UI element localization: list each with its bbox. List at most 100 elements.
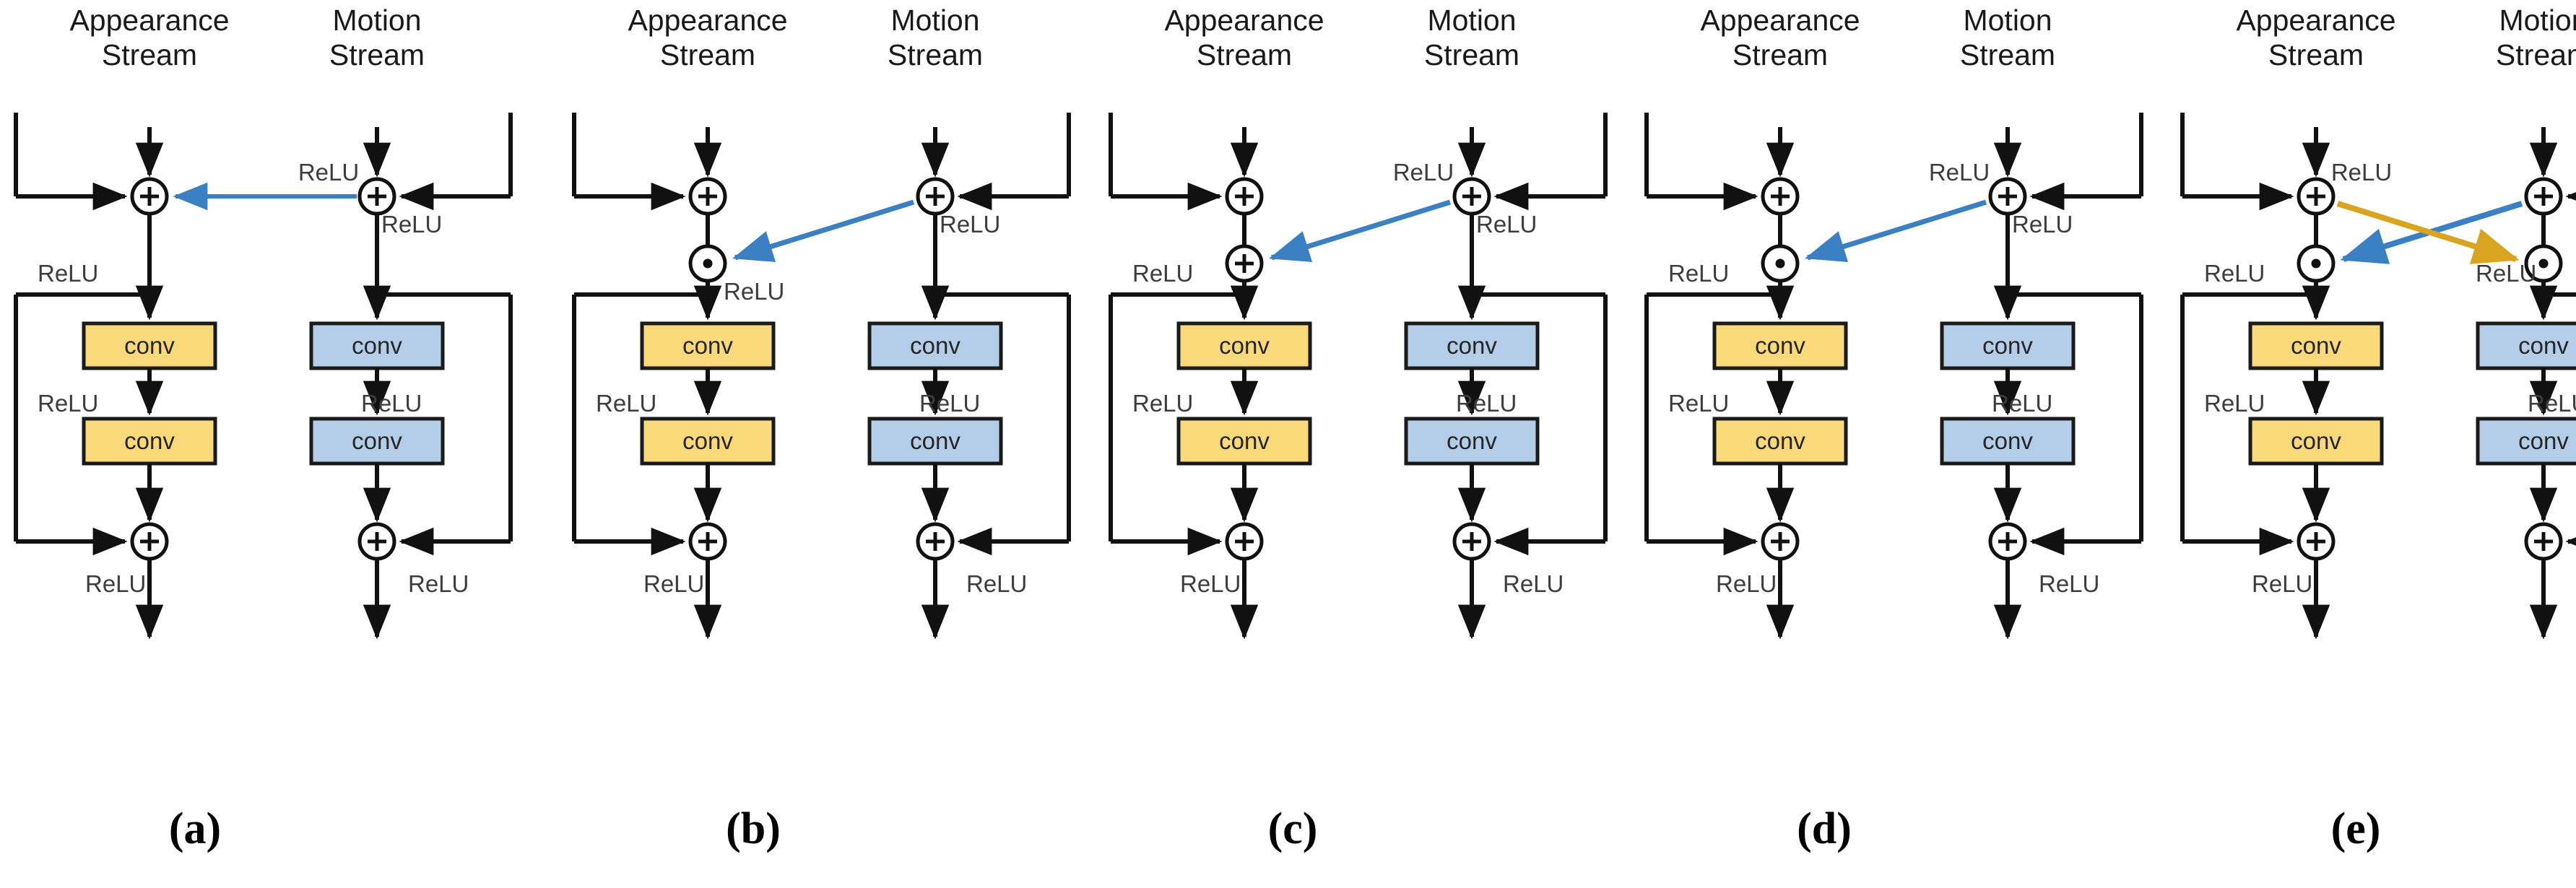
appearance-stream-title-line2: Stream xyxy=(1732,38,1828,71)
motion-conv-1[interactable]: conv xyxy=(2476,321,2576,370)
appearance-conv-1[interactable]: conv xyxy=(640,321,776,370)
conv-label: conv xyxy=(910,427,960,454)
conv-rect xyxy=(1404,321,1540,370)
appearance-add-node-top xyxy=(130,177,169,216)
appearance-stream-title-line1: Appearance xyxy=(1164,4,1324,37)
appearance-fusion-add-node xyxy=(1225,244,1264,283)
relu-label-d-4: ReLU xyxy=(1992,390,2052,417)
appearance-add-node-top xyxy=(1761,177,1800,216)
motion-add-node-top xyxy=(2524,177,2563,216)
motion-stream-title-line1: Motion xyxy=(1427,4,1516,37)
motion-conv-2[interactable]: conv xyxy=(2476,417,2576,466)
conv-label: conv xyxy=(1219,427,1270,454)
panels-root: AppearanceStreamconvconvMotionStreamconv… xyxy=(14,4,2576,640)
relu-label-e-6: ReLU xyxy=(2575,570,2576,597)
conv-label: conv xyxy=(1982,427,2033,454)
panel-e: AppearanceStreamconvconvMotionStreamconv… xyxy=(2180,4,2576,640)
panel-caption-a: (a) xyxy=(169,804,221,853)
appearance-conv-2[interactable]: conv xyxy=(1176,417,1312,466)
appearance-conv-2[interactable]: conv xyxy=(640,417,776,466)
relu-label-a-1: ReLU xyxy=(381,211,442,238)
motion-conv-1[interactable]: conv xyxy=(1940,321,2076,370)
appearance-conv-1[interactable]: conv xyxy=(82,321,217,370)
relu-label-b-4: ReLU xyxy=(643,570,704,597)
panel-caption-b: (b) xyxy=(726,804,781,853)
fusion-arrow-b-blue xyxy=(732,199,915,262)
conv-label: conv xyxy=(352,332,402,359)
conv-label: conv xyxy=(910,332,960,359)
appearance-stream-title-line2: Stream xyxy=(660,38,755,71)
conv-label: conv xyxy=(1755,427,1805,454)
conv-rect xyxy=(867,321,1003,370)
appearance-add-node-bottom xyxy=(130,522,169,561)
relu-label-a-5: ReLU xyxy=(85,570,146,597)
panel-caption-d: (d) xyxy=(1797,804,1852,853)
conv-label: conv xyxy=(1755,332,1805,359)
appearance-conv-1[interactable]: conv xyxy=(1176,321,1312,370)
appearance-conv-2[interactable]: conv xyxy=(1712,417,1848,466)
motion-conv-1[interactable]: conv xyxy=(867,321,1003,370)
motion-add-node-bottom xyxy=(1988,522,2027,561)
relu-label-d-1: ReLU xyxy=(2012,211,2073,238)
motion-conv-2[interactable]: conv xyxy=(867,417,1003,466)
motion-stream-title-line1: Motion xyxy=(2499,4,2576,37)
relu-label-d-5: ReLU xyxy=(1716,570,1777,597)
relu-label-e-3: ReLU xyxy=(2204,390,2265,417)
motion-conv-1[interactable]: conv xyxy=(309,321,445,370)
panel-c: AppearanceStreamconvconvMotionStreamconv… xyxy=(1109,4,1608,640)
conv-rect xyxy=(867,417,1003,466)
panel-caption-c: (c) xyxy=(1268,804,1318,853)
conv-rect xyxy=(2248,417,2384,466)
conv-label: conv xyxy=(352,427,402,454)
appearance-add-node-top xyxy=(688,177,727,216)
appearance-stream-title-line1: Appearance xyxy=(628,4,787,37)
motion-conv-2[interactable]: conv xyxy=(1404,417,1540,466)
conv-label: conv xyxy=(124,427,175,454)
appearance-add-node-top xyxy=(2297,177,2336,216)
appearance-add-node-bottom xyxy=(1225,522,1264,561)
panel-b: AppearanceStreamconvconvMotionStreamconv… xyxy=(572,4,1071,640)
appearance-conv-1[interactable]: conv xyxy=(1712,321,1848,370)
conv-rect xyxy=(2248,321,2384,370)
appearance-stream-title-line2: Stream xyxy=(2268,38,2364,71)
motion-stream-title-line1: Motion xyxy=(890,4,979,37)
conv-rect xyxy=(640,417,776,466)
conv-label: conv xyxy=(682,427,733,454)
appearance-conv-1[interactable]: conv xyxy=(2248,321,2384,370)
conv-label: conv xyxy=(2518,427,2569,454)
relu-label-d-6: ReLU xyxy=(2039,570,2099,597)
motion-conv-2[interactable]: conv xyxy=(309,417,445,466)
fusion-arrows-e xyxy=(2336,201,2523,264)
conv-rect xyxy=(1176,321,1312,370)
conv-label: conv xyxy=(1447,427,1497,454)
relu-label-b-0: ReLU xyxy=(940,211,1000,238)
relu-label-e-0: ReLU xyxy=(2331,159,2392,186)
motion-add-node-bottom xyxy=(2524,522,2563,561)
conv-label: conv xyxy=(1219,332,1270,359)
appearance-fusion-multiply-node xyxy=(1761,244,1800,283)
conv-rect xyxy=(1940,321,2076,370)
motion-stream-title-line1: Motion xyxy=(1963,4,2052,37)
appearance-add-node-top xyxy=(1225,177,1264,216)
relu-label-a-6: ReLU xyxy=(408,570,469,597)
motion-conv-2[interactable]: conv xyxy=(1940,417,2076,466)
panel-caption-e: (e) xyxy=(2331,804,2381,853)
conv-label: conv xyxy=(2291,332,2341,359)
fusion-arrow-c-blue xyxy=(1268,199,1452,262)
appearance-conv-2[interactable]: conv xyxy=(82,417,217,466)
relu-label-c-0: ReLU xyxy=(1393,159,1454,186)
motion-conv-1[interactable]: conv xyxy=(1404,321,1540,370)
relu-label-c-3: ReLU xyxy=(1132,390,1193,417)
appearance-add-node-bottom xyxy=(2297,522,2336,561)
appearance-conv-2[interactable]: conv xyxy=(2248,417,2384,466)
conv-rect xyxy=(309,417,445,466)
motion-stream-title-line2: Stream xyxy=(888,38,983,71)
